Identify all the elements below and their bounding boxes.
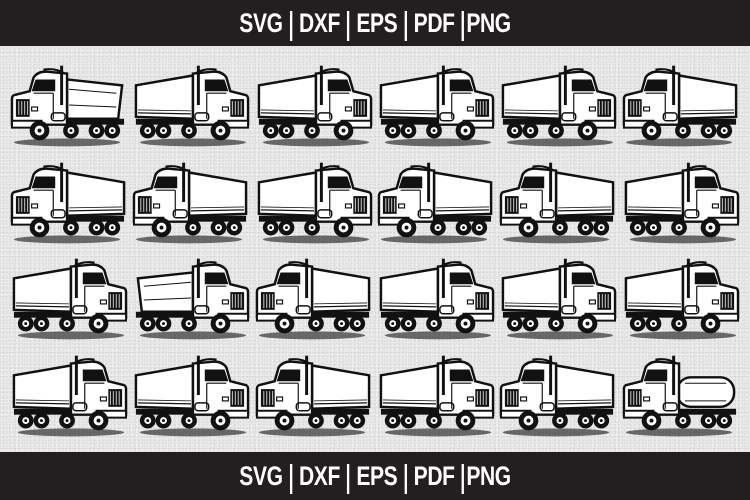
semi-truck-10-icon <box>377 160 495 246</box>
truck-cell <box>375 348 497 445</box>
divider <box>404 464 407 494</box>
semi-truck-18-icon <box>622 256 740 342</box>
truck-cell <box>253 348 375 445</box>
truck-cell <box>620 348 742 445</box>
semi-truck-13-icon <box>10 256 128 342</box>
truck-cell <box>253 58 375 155</box>
semi-truck-6-icon <box>622 63 740 149</box>
truck-cell <box>253 251 375 348</box>
truck-collection-canvas <box>0 46 750 452</box>
semi-truck-2-icon <box>132 63 250 149</box>
top-format-banner: SVG DXF EPS PDF PNG <box>0 0 750 46</box>
format-list: SVG DXF EPS PDF PNG <box>239 460 511 494</box>
semi-truck-1-icon <box>10 63 128 149</box>
truck-cell <box>8 251 130 348</box>
truck-cell <box>497 348 619 445</box>
format-png: PNG <box>466 460 511 491</box>
semi-truck-23-icon <box>499 353 617 439</box>
semi-truck-16-icon <box>377 256 495 342</box>
divider <box>404 11 407 41</box>
divider <box>346 11 350 41</box>
truck-cell <box>8 348 130 445</box>
semi-truck-21-icon <box>255 353 373 439</box>
semi-truck-3-icon <box>255 63 373 149</box>
truck-cell <box>620 155 742 252</box>
divider <box>289 11 292 41</box>
format-pdf: PDF <box>413 7 455 38</box>
semi-truck-14-icon <box>132 256 250 342</box>
truck-cell <box>8 58 130 155</box>
truck-cell <box>375 58 497 155</box>
truck-cell <box>253 155 375 252</box>
format-png: PNG <box>466 7 511 38</box>
divider <box>289 464 292 494</box>
semi-truck-19-icon <box>10 353 128 439</box>
semi-truck-24-icon <box>622 353 740 439</box>
semi-truck-7-icon <box>10 160 128 246</box>
format-svg: SVG <box>239 460 283 491</box>
divider <box>461 11 464 41</box>
truck-cell <box>497 251 619 348</box>
format-dxf: DXF <box>298 460 340 491</box>
truck-cell <box>375 251 497 348</box>
semi-truck-9-icon <box>255 160 373 246</box>
divider <box>461 464 464 494</box>
semi-truck-8-icon <box>132 160 250 246</box>
format-dxf: DXF <box>298 7 340 38</box>
truck-cell <box>130 251 252 348</box>
truck-cell <box>497 58 619 155</box>
semi-truck-4-icon <box>377 63 495 149</box>
truck-cell <box>620 251 742 348</box>
semi-truck-22-icon <box>377 353 495 439</box>
format-eps: EPS <box>356 7 398 38</box>
truck-cell <box>497 155 619 252</box>
semi-truck-15-icon <box>255 256 373 342</box>
divider <box>346 464 350 494</box>
truck-grid <box>8 58 742 444</box>
format-pdf: PDF <box>413 460 455 491</box>
semi-truck-12-icon <box>622 160 740 246</box>
format-svg: SVG <box>239 7 283 38</box>
format-eps: EPS <box>356 460 398 491</box>
truck-cell <box>620 58 742 155</box>
semi-truck-20-icon <box>132 353 250 439</box>
truck-cell <box>130 155 252 252</box>
semi-truck-17-icon <box>499 256 617 342</box>
truck-cell <box>8 155 130 252</box>
bottom-format-banner: SVG DXF EPS PDF PNG <box>0 452 750 500</box>
truck-cell <box>130 348 252 445</box>
semi-truck-5-icon <box>499 63 617 149</box>
semi-truck-11-icon <box>499 160 617 246</box>
format-list: SVG DXF EPS PDF PNG <box>239 7 511 41</box>
truck-cell <box>375 155 497 252</box>
truck-cell <box>130 58 252 155</box>
